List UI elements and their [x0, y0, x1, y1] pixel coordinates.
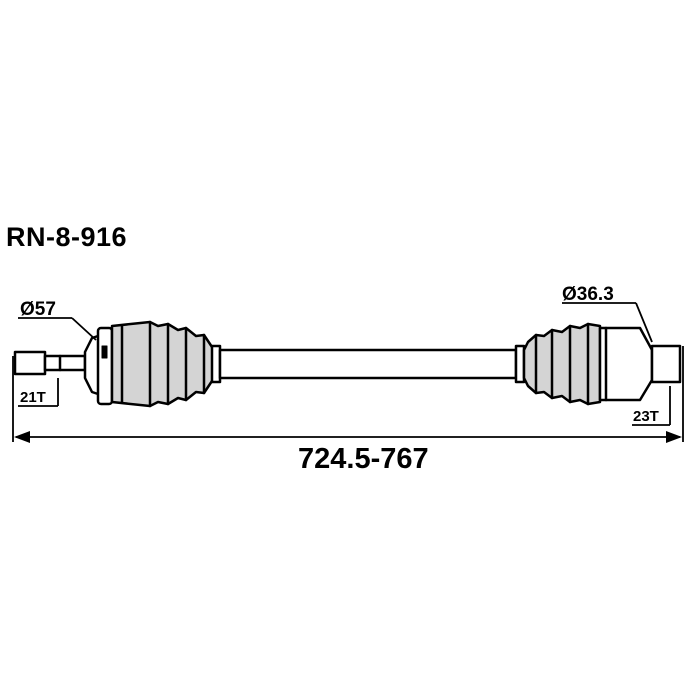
inner-spline-neck [43, 354, 87, 372]
outer-joint-housing [598, 326, 654, 402]
outer-boot [522, 322, 602, 406]
length-arrow-left [14, 431, 30, 443]
length-arrow-right [666, 431, 682, 443]
part-code-title: RN-8-916 [6, 222, 128, 252]
inner-joint-ring [96, 326, 114, 406]
length-range-label: 724.5-767 [298, 443, 429, 475]
inner-boot [110, 320, 216, 408]
outer-spline-label: 23T [633, 408, 659, 425]
axle-shaft [218, 348, 518, 380]
inner-spline-stub [13, 350, 47, 376]
outer-diameter-label: Ø36.3 [562, 284, 614, 305]
inner-spline-label: 21T [20, 389, 46, 406]
inner-diameter-label: Ø57 [20, 299, 56, 320]
outer-spline-stub [650, 344, 682, 384]
